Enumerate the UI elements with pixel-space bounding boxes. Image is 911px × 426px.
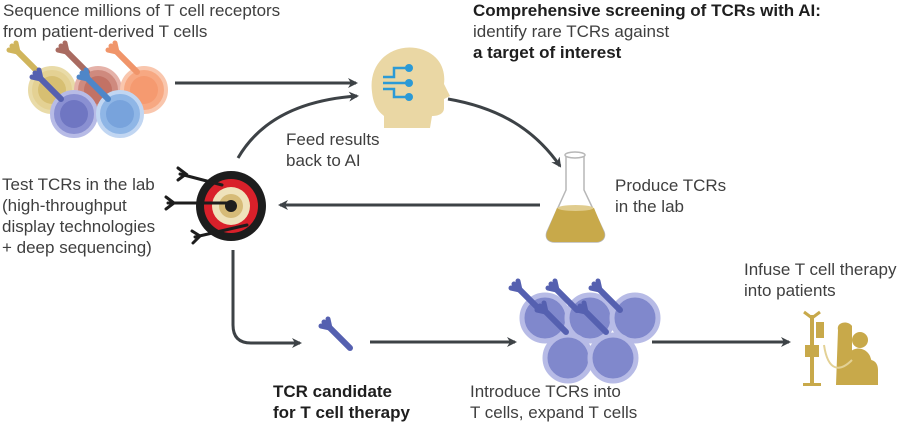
infuse-label: Infuse T cell therapy into patients — [744, 259, 896, 301]
candidate-line2: for T cell therapy — [273, 403, 410, 422]
candidate-line1: TCR candidate — [273, 382, 393, 401]
introduce-line1: Introduce TCRs into — [470, 382, 621, 401]
produce-line2: in the lab — [615, 197, 684, 216]
flask-icon — [545, 151, 606, 243]
sequence-label: Sequence millions of T cell receptors fr… — [3, 0, 280, 42]
screening-line2: identify rare TCRs against — [473, 22, 670, 41]
test-line2: (high-throughput — [2, 196, 127, 215]
produce-label: Produce TCRs in the lab — [615, 175, 726, 217]
sequence-label-line2: from patient-derived T cells — [3, 22, 208, 41]
ai-head-icon — [371, 47, 450, 128]
tcr-receptor-icon — [321, 319, 350, 348]
infuse-line1: Infuse T cell therapy — [744, 260, 897, 279]
arrow-target-to-candidate — [231, 250, 302, 348]
introduce-label: Introduce TCRs into T cells, expand T ce… — [470, 381, 637, 423]
screening-line3: a target of interest — [473, 43, 622, 62]
infuse-line2: into patients — [744, 281, 836, 300]
screening-label: Comprehensive screening of TCRs with AI:… — [473, 0, 821, 63]
target-icon — [164, 166, 266, 245]
produce-line1: Produce TCRs — [615, 176, 727, 195]
t-cell-cluster-icon — [9, 43, 168, 138]
sequence-label-line1: Sequence millions of T cell receptors — [3, 1, 281, 20]
test-line1: Test TCRs in the lab — [2, 175, 155, 194]
feedback-line2: back to AI — [286, 151, 361, 170]
introduce-line2: T cells, expand T cells — [470, 403, 638, 422]
screening-title: Comprehensive screening of TCRs with AI: — [473, 1, 821, 20]
arrow-ai-to-flask — [447, 97, 562, 168]
feedback-line1: Feed results — [286, 130, 380, 149]
test-line3: display technologies — [2, 217, 156, 236]
engineered-t-cells-icon — [511, 281, 661, 384]
test-label: Test TCRs in the lab (high-throughput di… — [2, 174, 155, 258]
arrow-feedback-to-ai — [236, 91, 359, 159]
test-line4: + deep sequencing) — [2, 238, 152, 257]
feedback-label: Feed results back to AI — [286, 129, 380, 171]
candidate-label: TCR candidate for T cell therapy — [273, 381, 410, 423]
patient-infusion-icon — [803, 310, 878, 386]
